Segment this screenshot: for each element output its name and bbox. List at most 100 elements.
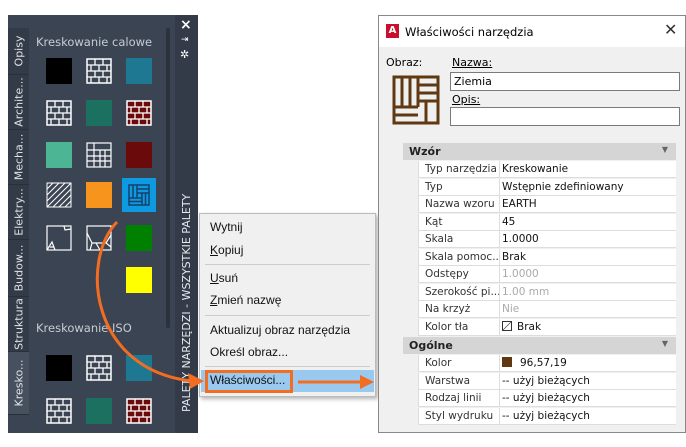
property-row[interactable]: Rodzaj linii-- użyj bieżących: [403, 390, 676, 407]
black-swatch[interactable]: [46, 355, 72, 381]
value-text: -- użyj bieżących: [502, 392, 590, 404]
value-text: 1.0000: [502, 268, 539, 280]
diagonal-hatch-swatch[interactable]: [46, 182, 72, 208]
grid-swatch[interactable]: [86, 142, 112, 168]
value-text: 1.0000: [502, 233, 539, 245]
green-teal-swatch[interactable]: [86, 398, 112, 424]
sketch-hatch-swatch[interactable]: [46, 225, 72, 251]
palette-title: PALETY NARZĘDZI - WSZYSTKIE PALETY: [180, 193, 193, 412]
teal-swatch[interactable]: [126, 355, 152, 381]
value-text: EARTH: [502, 198, 537, 210]
tab-label: Struktura: [12, 298, 25, 350]
dialog-titlebar: [379, 16, 685, 47]
menu-highlight: [201, 370, 374, 392]
value-text: Kreskowanie: [502, 163, 569, 175]
property-value: 1.0000: [502, 233, 539, 245]
tab-label: Archite...: [12, 77, 25, 127]
palette-tab[interactable]: Elektry...: [8, 185, 29, 240]
close-icon[interactable]: ×: [180, 17, 192, 33]
sketch-hatch-swatch[interactable]: [86, 225, 112, 251]
menu-item[interactable]: Zmień nazwę: [210, 293, 282, 307]
red-brick-swatch[interactable]: [126, 100, 152, 126]
palette-tab[interactable]: Archite...: [8, 75, 29, 130]
palette-tab[interactable]: Struktura: [8, 297, 29, 352]
autohide-icon[interactable]: ⇥: [181, 35, 189, 45]
property-value: 45: [502, 216, 515, 228]
brick-swatch[interactable]: [46, 398, 72, 424]
property-name: Na krzyż: [418, 301, 500, 318]
property-name: Nazwa wzoru: [418, 196, 500, 213]
black-swatch[interactable]: [46, 58, 72, 84]
yellow-swatch[interactable]: [126, 267, 152, 293]
menu-separator: [205, 264, 370, 265]
property-group-header[interactable]: Ogólne ▼: [403, 337, 676, 354]
brick-swatch[interactable]: [86, 355, 112, 381]
menu-item[interactable]: Wytnij: [210, 220, 243, 234]
earth-hatch-swatch-selected[interactable]: [122, 178, 156, 212]
property-name: Typ: [418, 178, 500, 196]
value-text: -- użyj bieżących: [502, 374, 590, 387]
property-name: Szerokość pi...: [418, 283, 500, 301]
property-row[interactable]: Styl wydruku-- użyj bieżących: [403, 407, 676, 425]
image-label: Obraz:: [386, 56, 423, 69]
brick-swatch[interactable]: [46, 100, 72, 126]
value-text: 45: [502, 215, 516, 228]
property-name: Typ narzędzia: [418, 161, 500, 178]
property-row[interactable]: Szerokość pi...1.00 mm: [403, 283, 676, 301]
autocad-app-icon: A: [386, 24, 399, 38]
value-text: Nie: [502, 303, 520, 315]
menu-separator: [205, 315, 370, 316]
maroon-swatch[interactable]: [126, 142, 152, 168]
value-text: -- użyj bieżących: [502, 409, 590, 422]
palette-tab[interactable]: Mecha...: [8, 130, 29, 185]
palette-tab[interactable]: Opisy: [8, 28, 29, 75]
property-name: Styl wydruku: [418, 407, 500, 425]
teal-swatch[interactable]: [126, 58, 152, 84]
property-name: Kolor tła: [418, 318, 500, 336]
highlight-frame: [205, 370, 293, 393]
property-row[interactable]: Warstwa-- użyj bieżących: [403, 372, 676, 390]
red-brick-swatch[interactable]: [126, 398, 152, 424]
palette-tab[interactable]: Kresko...: [8, 352, 29, 415]
brick-swatch[interactable]: [86, 58, 112, 84]
property-name: Kolor: [418, 355, 500, 372]
name-label: Nazwa:: [452, 56, 493, 69]
earth-hatch-image[interactable]: [392, 75, 440, 125]
group-title: Ogólne: [409, 339, 453, 352]
properties-icon[interactable]: ✲: [180, 48, 190, 61]
menu-item[interactable]: Właściwości...: [210, 373, 286, 387]
property-row[interactable]: Skala pomoc...Brak: [403, 248, 676, 266]
orange-swatch[interactable]: [86, 182, 112, 208]
description-input[interactable]: [450, 107, 680, 126]
color-swatch: [502, 357, 512, 367]
mint-swatch[interactable]: [46, 142, 72, 168]
collapse-caret-icon[interactable]: ▼: [661, 145, 668, 154]
property-name: Odstępy: [418, 266, 500, 283]
property-value: 1.00 mm: [502, 286, 549, 298]
collapse-caret-icon[interactable]: ▼: [661, 339, 668, 348]
property-value: Kreskowanie: [502, 163, 568, 175]
property-group-header[interactable]: Wzór▼: [403, 143, 676, 160]
palette-scrollbar[interactable]: [166, 28, 170, 328]
name-input[interactable]: [450, 72, 680, 91]
menu-item[interactable]: Usuń: [210, 271, 239, 285]
green-teal-swatch[interactable]: [86, 100, 112, 126]
palette-tab[interactable]: Budow...: [8, 240, 29, 297]
green-swatch[interactable]: [126, 225, 152, 251]
no-color-icon: [502, 320, 512, 331]
menu-item[interactable]: Aktualizuj obraz narzędzia: [210, 323, 351, 337]
menu-item[interactable]: Kopiuj: [210, 243, 244, 257]
property-value: -- użyj bieżących: [502, 410, 590, 422]
close-icon[interactable]: ✕: [664, 20, 678, 39]
menu-item[interactable]: Określ obraz...: [210, 345, 289, 359]
tab-label: Budow...: [12, 244, 25, 292]
